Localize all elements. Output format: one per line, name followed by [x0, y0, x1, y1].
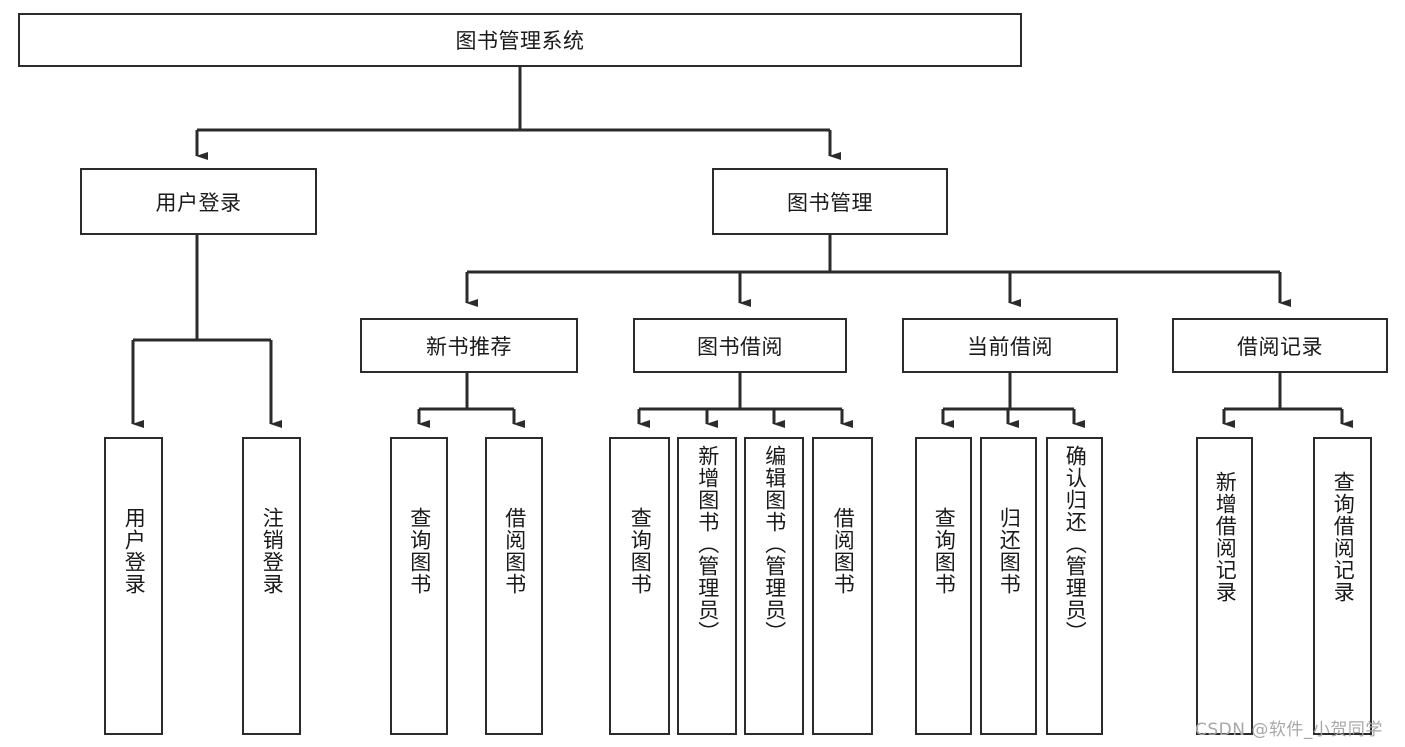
node-leaf-return-book[interactable]: 归还图书	[980, 437, 1037, 735]
node-label: 查询借阅记录	[1331, 471, 1356, 603]
node-leaf-add-book[interactable]: 新增图书（管理员）	[677, 437, 737, 735]
node-label: 用户登录	[122, 507, 147, 595]
node-leaf-edit-book[interactable]: 编辑图书（管理员）	[744, 437, 804, 735]
node-book-management[interactable]: 图书管理	[712, 168, 948, 235]
node-leaf-query-borrow-record[interactable]: 查询借阅记录	[1313, 437, 1372, 735]
node-label: 归还图书	[997, 507, 1022, 595]
node-label: 图书借阅	[697, 334, 783, 359]
node-label: 用户登录	[155, 190, 242, 215]
node-label: 确认归还（管理员）	[1063, 445, 1088, 643]
node-label: 图书管理	[787, 190, 873, 215]
node-label: 编辑图书（管理员）	[762, 445, 787, 643]
node-leaf-add-borrow-record[interactable]: 新增借阅记录	[1196, 437, 1253, 735]
node-root-system[interactable]: 图书管理系统	[18, 13, 1022, 67]
node-new-book-recommend[interactable]: 新书推荐	[360, 318, 578, 373]
node-user-login[interactable]: 用户登录	[80, 168, 317, 235]
node-label: 借阅记录	[1237, 334, 1323, 359]
node-leaf-logout-login[interactable]: 注销登录	[242, 437, 301, 735]
node-label: 图书管理系统	[455, 29, 585, 53]
node-label: 新增借阅记录	[1213, 471, 1238, 603]
node-label: 查询图书	[407, 507, 432, 595]
node-leaf-query-book-2[interactable]: 查询图书	[609, 437, 670, 735]
node-current-borrow[interactable]: 当前借阅	[902, 318, 1118, 373]
node-borrow-record[interactable]: 借阅记录	[1172, 318, 1388, 373]
node-label: 借阅图书	[831, 507, 856, 595]
node-leaf-query-book-3[interactable]: 查询图书	[915, 437, 972, 735]
node-label: 查询图书	[628, 507, 653, 595]
node-leaf-query-book-1[interactable]: 查询图书	[390, 437, 448, 735]
node-leaf-confirm-return[interactable]: 确认归还（管理员）	[1046, 437, 1103, 735]
node-book-borrow[interactable]: 图书借阅	[633, 318, 847, 373]
node-label: 新书推荐	[426, 334, 512, 359]
node-label: 查询图书	[932, 507, 957, 595]
node-leaf-borrow-book-1[interactable]: 借阅图书	[485, 437, 543, 735]
node-label: 当前借阅	[967, 334, 1053, 359]
node-label: 注销登录	[260, 507, 285, 595]
node-leaf-user-login[interactable]: 用户登录	[104, 437, 163, 735]
csdn-watermark: CSDN @软件_小贺同学	[1195, 720, 1383, 740]
node-label: 新增图书（管理员）	[695, 445, 720, 643]
node-leaf-borrow-book-2[interactable]: 借阅图书	[812, 437, 873, 735]
node-label: 借阅图书	[502, 507, 527, 595]
